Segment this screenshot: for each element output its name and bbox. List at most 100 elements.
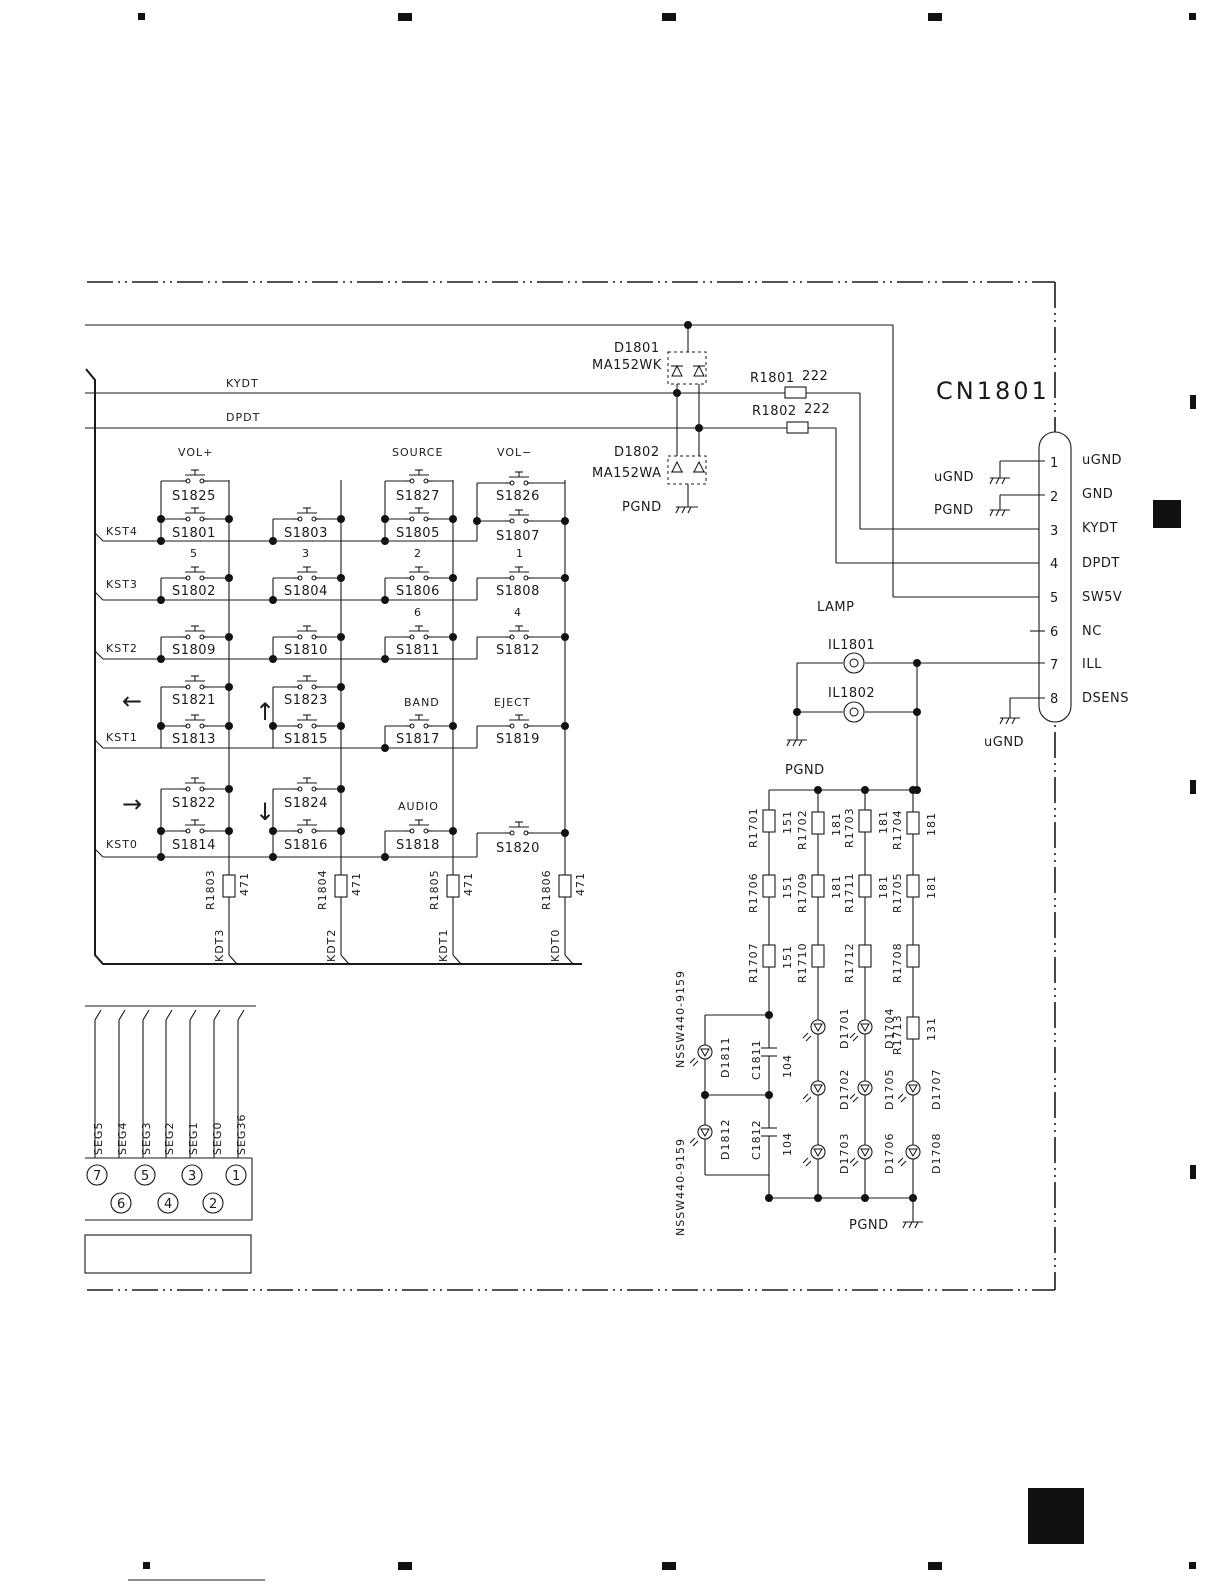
resistor-r1802 bbox=[786, 421, 809, 434]
switch-ref: S1806 bbox=[396, 584, 440, 599]
led-resistor-val: 181 bbox=[877, 810, 890, 834]
pin-name-8: DSENS bbox=[1082, 691, 1129, 706]
led-emission bbox=[849, 1093, 856, 1100]
switch-label: ← bbox=[122, 687, 145, 715]
junction-dot bbox=[449, 827, 457, 835]
d1802-ref: D1802 bbox=[614, 445, 660, 460]
display-pin-number: 4 bbox=[164, 1197, 173, 1212]
switch-contact bbox=[185, 575, 191, 581]
switch-contact bbox=[523, 634, 529, 640]
capacitor-gap bbox=[762, 1128, 776, 1136]
switch-contact bbox=[199, 723, 205, 729]
switch-s1813: S1813 bbox=[172, 714, 216, 747]
junction-dot bbox=[157, 515, 165, 523]
switch-ref: S1809 bbox=[172, 643, 216, 658]
junction-dot bbox=[561, 633, 569, 641]
switch-ref: S1821 bbox=[172, 693, 216, 708]
switch-contact bbox=[311, 516, 317, 522]
led-resistor-ref: R1711 bbox=[843, 872, 856, 913]
switch-ref: S1827 bbox=[396, 489, 440, 504]
side-led-part: NSSW440-9159 bbox=[674, 970, 687, 1068]
display-pin-number: 1 bbox=[232, 1169, 241, 1184]
capacitor-gap bbox=[762, 1048, 776, 1056]
switch-label: BAND bbox=[404, 696, 440, 709]
led-emission bbox=[852, 1096, 859, 1103]
junction-dot bbox=[561, 574, 569, 582]
led-emission bbox=[689, 1057, 696, 1064]
row-entry-wire bbox=[94, 650, 104, 660]
switch-ref: S1826 bbox=[496, 489, 540, 504]
switch-s1827: S1827 bbox=[396, 469, 440, 504]
switch-s1816: S1816 bbox=[284, 819, 327, 853]
switch-contact bbox=[509, 723, 515, 729]
led-emission bbox=[689, 1137, 696, 1144]
junction-dot bbox=[157, 722, 165, 730]
resistor-r1705 bbox=[906, 874, 920, 898]
switch-ref: S1813 bbox=[172, 732, 216, 747]
switch-label: SOURCE bbox=[392, 446, 443, 459]
switch-contact bbox=[409, 828, 415, 834]
switch-contact bbox=[523, 575, 529, 581]
display-pin-number: 2 bbox=[209, 1197, 218, 1212]
led-resistor-val: 151 bbox=[781, 945, 794, 969]
led-resistor-ref: R1706 bbox=[747, 872, 760, 913]
switch-contact bbox=[199, 516, 205, 522]
switch-ref: S1815 bbox=[284, 732, 328, 747]
led-emission bbox=[802, 1032, 809, 1039]
switch-contact bbox=[509, 518, 515, 524]
column-net-label: KDT3 bbox=[213, 929, 226, 962]
led-ref: D1704 bbox=[883, 1008, 896, 1049]
segment-lead-bend bbox=[142, 1009, 150, 1021]
row-entry-wire bbox=[94, 739, 104, 749]
switch-contact bbox=[199, 828, 205, 834]
ground-hatch bbox=[902, 1221, 907, 1229]
resistor-r1712 bbox=[858, 944, 872, 968]
pin8-ground-label: uGND bbox=[984, 735, 1024, 750]
junction-dot bbox=[225, 515, 233, 523]
junction-dot bbox=[449, 633, 457, 641]
switch-label: 5 bbox=[190, 547, 198, 560]
junction-dot bbox=[337, 633, 345, 641]
led-resistor-val: 131 bbox=[925, 1017, 938, 1041]
resistor-r1703 bbox=[858, 809, 872, 833]
junction-dot bbox=[337, 515, 345, 523]
led-ref: D1701 bbox=[838, 1008, 851, 1049]
led-emission bbox=[802, 1093, 809, 1100]
column-resistor-val: 471 bbox=[238, 872, 251, 896]
resistor-r1701 bbox=[762, 809, 776, 833]
led-resistor-ref: R1709 bbox=[796, 872, 809, 913]
display-module-outline bbox=[84, 1234, 252, 1274]
column-exit-wire bbox=[340, 954, 350, 965]
board-outline bbox=[87, 281, 1056, 1291]
column-resistor-val: 471 bbox=[462, 872, 475, 896]
display-pin-circle bbox=[202, 1192, 224, 1214]
switch-contact bbox=[185, 786, 191, 792]
switch-s1805: S1805 bbox=[396, 507, 439, 541]
led-arrow bbox=[700, 1048, 710, 1058]
switch-ref: S1811 bbox=[396, 643, 440, 658]
junction-dot bbox=[449, 515, 457, 523]
led-d1707 bbox=[897, 1080, 921, 1103]
row-entry-wire bbox=[94, 591, 104, 601]
switch-ref: S1817 bbox=[396, 732, 440, 747]
switch-contact bbox=[311, 575, 317, 581]
switch-s1806: S1806 bbox=[396, 566, 440, 599]
switch-contact bbox=[185, 684, 191, 690]
resistor-r1803 bbox=[222, 874, 236, 898]
led-ref: D1706 bbox=[883, 1133, 896, 1174]
switch-label: → bbox=[122, 790, 145, 818]
junction-dot bbox=[765, 1091, 773, 1099]
row-label-kst0: KST0 bbox=[106, 838, 138, 851]
switch-contact bbox=[297, 828, 303, 834]
led-resistor-val: 181 bbox=[830, 875, 843, 899]
resistor-r1710 bbox=[811, 944, 825, 968]
switch-s1817: S1817 bbox=[396, 714, 440, 747]
led-resistor-ref: R1705 bbox=[891, 872, 904, 913]
led-resistor-ref: R1702 bbox=[796, 809, 809, 850]
switch-contact bbox=[423, 478, 429, 484]
switch-label: VOL+ bbox=[178, 446, 213, 459]
led-arrow bbox=[813, 1148, 823, 1158]
top-wires bbox=[85, 321, 1045, 965]
resistor-r1709 bbox=[811, 874, 825, 898]
